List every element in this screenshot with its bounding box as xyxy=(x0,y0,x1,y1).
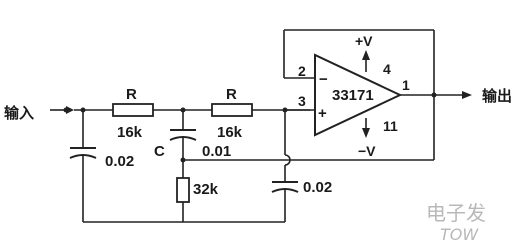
v-neg-label: −V xyxy=(358,143,376,159)
opamp-part-label: 33171 xyxy=(332,87,374,104)
inverting-sign: − xyxy=(319,71,328,88)
input-terminal xyxy=(50,106,74,114)
non-inverting-sign: + xyxy=(318,105,327,122)
capacitor-left xyxy=(69,110,97,222)
resistor-32k xyxy=(176,177,190,203)
v-neg-supply xyxy=(362,118,370,138)
output-arrow xyxy=(462,91,472,99)
pin-1-label: 1 xyxy=(402,77,410,93)
c-left-value: 0.02 xyxy=(105,153,134,170)
r-right-value: 16k xyxy=(217,124,243,141)
resistor-r-left xyxy=(112,103,154,117)
node-dot xyxy=(180,157,186,163)
opamp-33171 xyxy=(314,53,403,137)
r-left-value: 16k xyxy=(117,124,143,141)
c-bottom-value: 0.02 xyxy=(303,179,332,196)
c-mid-value: 0.01 xyxy=(202,143,231,160)
watermark-line1: 电子发 xyxy=(426,201,486,225)
wire-to-bottom-capacitor xyxy=(271,110,299,222)
r-bottom-value: 32k xyxy=(193,181,219,198)
pin-3-label: 3 xyxy=(298,93,306,109)
pin-2-label: 2 xyxy=(298,63,306,79)
input-label: 输入 xyxy=(4,104,34,122)
r-left-name: R xyxy=(126,86,137,103)
watermark-line2: TOW xyxy=(440,225,479,243)
v-pos-supply xyxy=(362,50,370,72)
node-dot xyxy=(431,92,437,98)
pin-4-label: 4 xyxy=(383,61,391,77)
c-mid-name: C xyxy=(154,143,165,160)
pin-11-label: 11 xyxy=(383,118,398,134)
resistor-r-right xyxy=(211,103,253,117)
output-label: 输出 xyxy=(482,87,512,105)
capacitor-c-mid xyxy=(169,110,197,178)
r-right-name: R xyxy=(226,86,237,103)
v-pos-label: +V xyxy=(355,33,373,49)
